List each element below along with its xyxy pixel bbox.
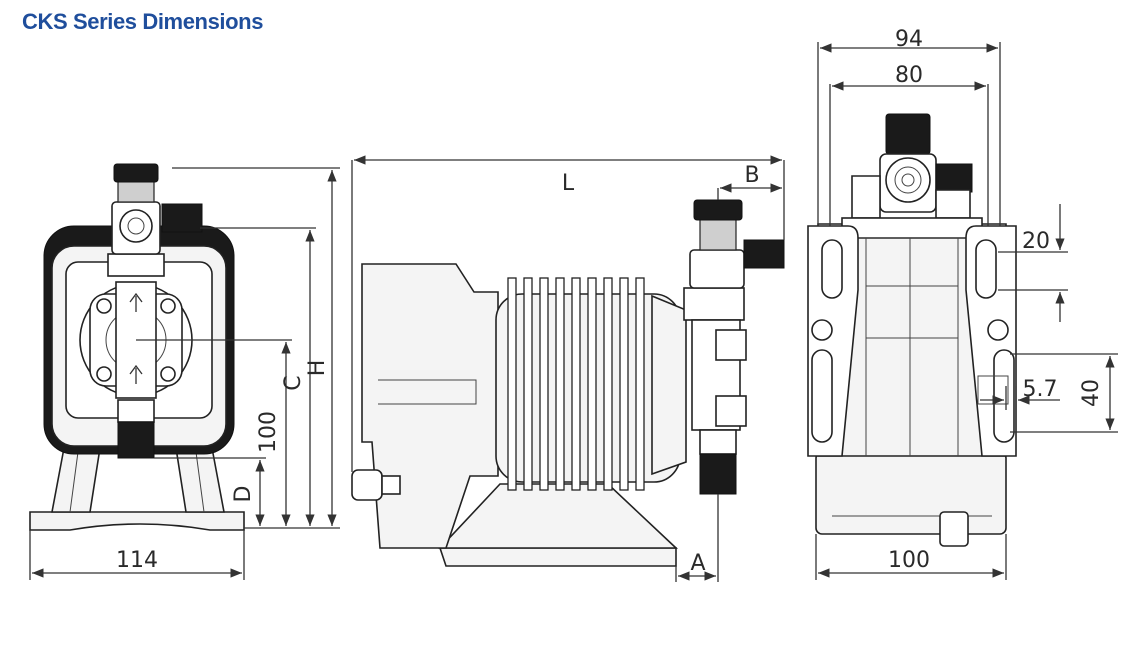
side-view: [351, 155, 785, 582]
page-title: CKS Series Dimensions: [22, 9, 264, 34]
dim-back-40: 40: [1079, 379, 1104, 407]
dim-side-a: A: [690, 551, 705, 576]
dim-back-5-7: 5.7: [1023, 377, 1058, 402]
dim-side-l: L: [562, 171, 575, 196]
dim-back-100: 100: [888, 548, 930, 573]
dim-front-h: H: [305, 360, 330, 377]
dim-back-80: 80: [895, 63, 923, 88]
dim-front-d: D: [231, 486, 256, 503]
back-view: [807, 42, 1118, 580]
dim-front-width: 114: [116, 548, 158, 573]
dim-front-c: C: [281, 375, 306, 390]
dim-side-b: B: [744, 163, 759, 188]
dim-back-94: 94: [895, 27, 923, 52]
front-view: [29, 163, 340, 580]
dim-front-100: 100: [256, 411, 281, 453]
dim-back-20: 20: [1022, 229, 1050, 254]
